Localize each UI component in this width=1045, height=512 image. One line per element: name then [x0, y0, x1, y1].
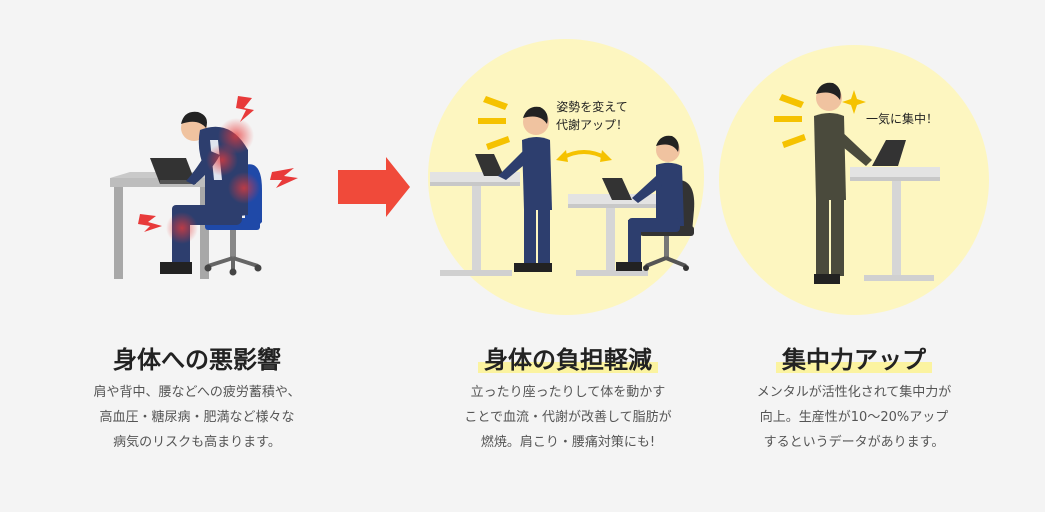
bad-posture-scene — [110, 96, 298, 279]
section-title: 集中力アップ — [776, 340, 932, 375]
next-arrow-icon — [338, 157, 410, 217]
section-description: 肩や背中、腰などへの疲労蓄積や、 高血圧・糖尿病・肥満など様々な 病気のリスクも… — [93, 385, 301, 450]
pain-bolt-icon — [270, 168, 298, 188]
focus-scene — [719, 45, 989, 315]
emphasis-lines-icon — [478, 96, 510, 150]
emphasis-lines-icon — [774, 94, 806, 148]
sparkle-icon — [842, 90, 866, 114]
sit-stand-scene — [428, 39, 704, 315]
title-highlight — [478, 362, 658, 373]
pain-bolt-icon — [236, 96, 254, 122]
pain-bolt-icon — [138, 214, 162, 232]
bubble-line: 姿勢を変えて — [556, 100, 628, 114]
section-description: メンタルが活性化されて集中力が 向上。生産性が10～20%アップ するというデー… — [756, 385, 952, 450]
bubble-sit-stand: 姿勢を変えて 代謝アップ！ — [556, 98, 628, 134]
section-title: 身体への悪影響 — [113, 346, 281, 374]
bubble-line: 一気に集中！ — [866, 112, 939, 126]
section-title: 身体の負担軽減 — [478, 340, 658, 375]
bubble-line: 代謝アップ！ — [556, 118, 629, 132]
bubble-focus: 一気に集中！ — [866, 110, 938, 128]
title-highlight — [776, 362, 932, 373]
section-description: 立ったり座ったりして体を動かす ことで血流・代謝が改善して脂肪が 燃焼。肩こり・… — [464, 385, 672, 450]
